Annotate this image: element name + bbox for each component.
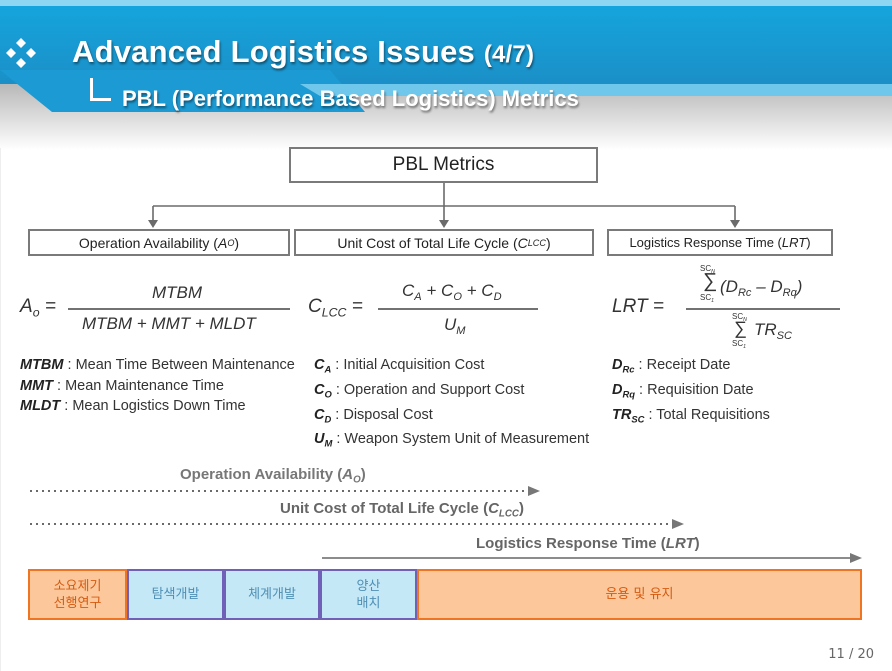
clcc-definitions: CA : Initial Acquisition Cost CO : Opera… <box>314 355 589 454</box>
lrt-num-sum-bottom: SC1 <box>700 293 715 304</box>
timeline-label-clcc: Unit Cost of Total Life Cycle (CLCC) <box>280 500 524 520</box>
definition-item: UM : Weapon System Unit of Measurement <box>314 431 590 449</box>
phase-exploratory-development: 탐색개발 <box>127 569 224 620</box>
definition-item: MLDT : Mean Logistics Down Time <box>20 398 246 414</box>
page-number: 11 / 20 <box>828 647 874 662</box>
phase-operation-maintenance: 운용 및 유지 <box>417 569 862 620</box>
definition-item: CO : Operation and Support Cost <box>314 381 525 400</box>
lrt-num-sum-top: SCN <box>700 264 715 275</box>
definition-item: DRc : Receipt Date <box>612 357 731 375</box>
definition-item: DRq : Requisition Date <box>612 381 754 400</box>
lrt-den-sum-top: SCN <box>732 312 747 323</box>
ao-numerator: MTBM <box>152 283 203 302</box>
definition-item: MMT : Mean Maintenance Time <box>20 377 224 394</box>
phase-system-development: 체계개발 <box>224 569 320 620</box>
clcc-numerator: CA + CO + CD <box>402 281 502 303</box>
lrt-lhs: LRT = <box>612 296 664 317</box>
definition-item: CA : Initial Acquisition Cost <box>314 357 485 375</box>
lrt-den-sigma-icon: ∑ <box>734 318 747 338</box>
diamond-cluster-icon <box>6 38 36 68</box>
phase-production-deployment: 양산 배치 <box>320 569 417 620</box>
pbl-metrics-root-box: PBL Metrics <box>289 147 598 183</box>
lrt-definitions: DRc : Receipt Date DRq : Requisition Dat… <box>612 355 770 429</box>
logistics-response-time-box: Logistics Response Time (LRT) <box>607 229 833 256</box>
timeline-label-lrt: Logistics Response Time (LRT) <box>476 535 700 552</box>
lrt-den-sum-bottom: SC1 <box>732 339 747 350</box>
lrt-num-sigma-icon: ∑ <box>703 270 718 292</box>
clcc-denominator: UM <box>444 315 466 337</box>
ao-definitions: MTBM : Mean Time Between Maintenance MMT… <box>20 355 295 417</box>
clcc-lhs: CLCC = <box>308 296 363 320</box>
timeline-label-ao: Operation Availability (AO) <box>180 466 366 486</box>
definition-item: CD : Disposal Cost <box>314 406 433 424</box>
page-title: Advanced Logistics Issues (4/7) <box>72 34 535 69</box>
definition-item: TRSC : Total Requisitions <box>612 406 770 424</box>
ao-denominator: MTBM + MMT + MLDT <box>82 314 256 333</box>
header-band <box>0 0 892 150</box>
lrt-numerator: (DRc – DRq) <box>720 277 803 299</box>
lrt-denominator: TRSC <box>754 320 793 342</box>
page-subtitle: PBL (Performance Based Logistics) Metric… <box>122 86 579 111</box>
ao-lhs: Ao = <box>20 296 56 320</box>
subtitle-bracket-icon <box>90 78 111 101</box>
phase-requirements-research: 소요제기 선행연구 <box>28 569 127 620</box>
definition-item: MTBM : Mean Time Between Maintenance <box>20 357 295 373</box>
